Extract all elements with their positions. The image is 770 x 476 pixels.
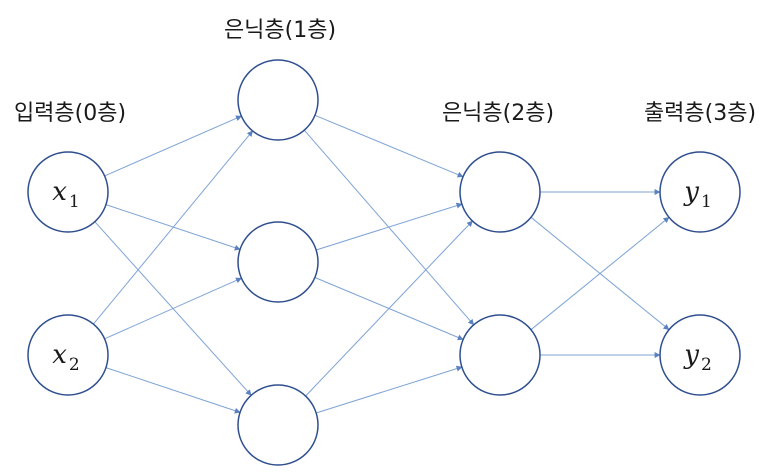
node-sub-x2: 2: [69, 355, 80, 375]
node-l2-n2: [459, 314, 541, 396]
edge-l1-n3-to-l2-n2: [315, 365, 463, 414]
edge-l1-n1-to-l2-n1: [314, 114, 464, 178]
node-sub-x1: 1: [69, 192, 80, 212]
edges-group: [93, 114, 670, 414]
layer-label-input: 입력층(0층): [13, 101, 127, 126]
node-circle-l0-n2: [27, 314, 109, 396]
node-circle-l0-n1: [27, 151, 109, 233]
node-var-y2: y: [683, 340, 699, 370]
node-circle-l2-n2: [459, 314, 541, 396]
edge-l0-n2-to-l1-n3: [105, 367, 241, 414]
layer-label-output: 출력층(3층): [643, 101, 757, 126]
node-circle-l1-n1: [237, 59, 319, 141]
node-circle-l1-n3: [237, 384, 319, 466]
node-l1-n2: [237, 221, 319, 303]
edge-l0-n2-to-l1-n1: [93, 130, 253, 325]
layer-label-hidden-1: 은닉층(1층): [223, 18, 337, 43]
edge-l2-n2-to-l3-n1: [530, 216, 670, 331]
layer-label-hidden-2: 은닉층(2층): [441, 101, 555, 126]
node-circle-l3-n2: [659, 314, 741, 396]
node-circle-l1-n2: [237, 221, 319, 303]
edge-l1-n2-to-l2-n1: [315, 202, 463, 251]
node-sub-y1: 1: [701, 192, 712, 212]
node-var-x2: x: [52, 340, 67, 370]
edge-l0-n1-to-l1-n1: [104, 115, 242, 177]
node-circle-l2-n1: [459, 151, 541, 233]
node-l1-n1: [237, 59, 319, 141]
node-l2-n1: [459, 151, 541, 233]
node-circle-l3-n1: [659, 151, 741, 233]
node-sub-y2: 2: [701, 355, 712, 375]
edge-l0-n2-to-l1-n2: [104, 277, 242, 340]
node-l1-n3: [237, 384, 319, 466]
node-var-y1: y: [683, 177, 699, 207]
node-var-x1: x: [52, 177, 67, 207]
edge-l1-n3-to-l2-n1: [305, 220, 473, 397]
